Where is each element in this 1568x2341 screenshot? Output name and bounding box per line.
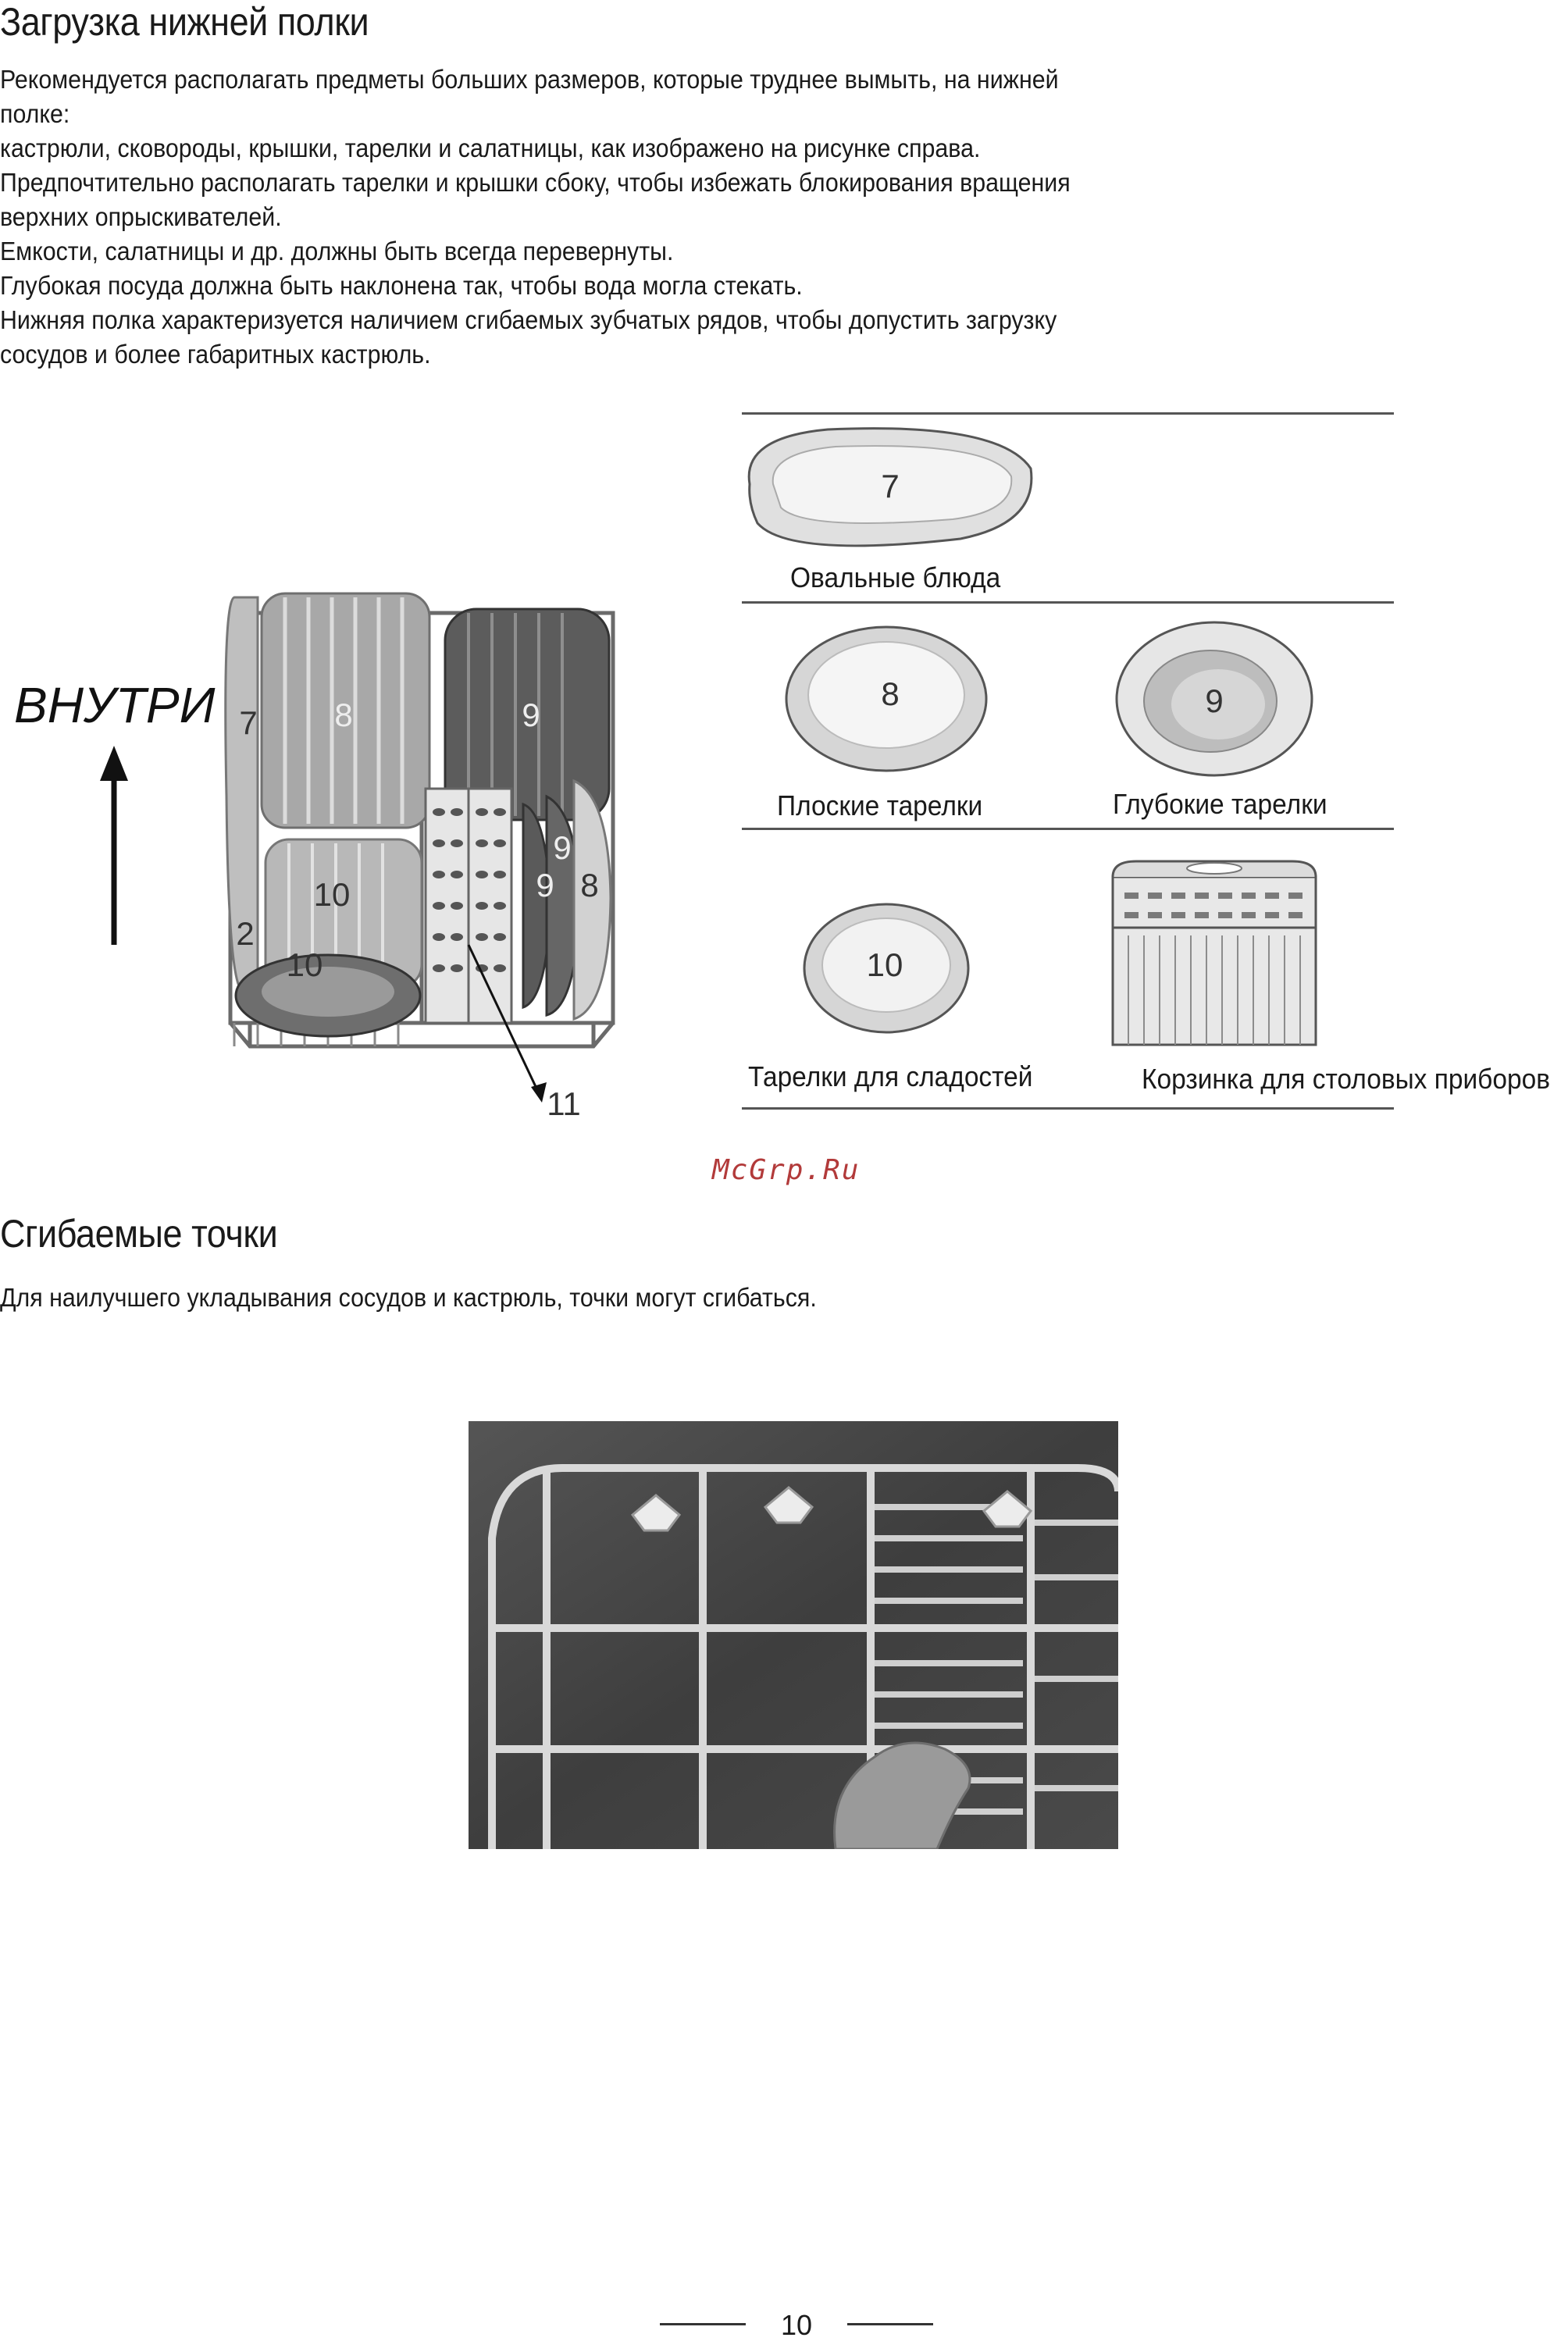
inside-label: ВНУТРИ xyxy=(14,677,216,733)
instruction-line: Глубокая посуда должна быть наклонена та… xyxy=(0,271,803,300)
oval-dish-caption: Овальные блюда xyxy=(790,561,1001,593)
legend-rule xyxy=(742,828,1394,830)
cutlery-basket xyxy=(424,787,513,1024)
legend-rule xyxy=(742,412,1394,415)
dessert-plate-icon: 10 xyxy=(803,903,970,1034)
instruction-line: Емкости, салатницы и др. должны быть все… xyxy=(0,237,674,265)
lower-rack-illustration: ВНУТРИ xyxy=(0,406,726,1132)
legend-rule xyxy=(742,601,1394,604)
rack-photo xyxy=(469,1421,1118,1849)
label-10-lower: 10 xyxy=(287,946,323,983)
instruction-line: полке: xyxy=(0,99,70,128)
label-8: 8 xyxy=(334,697,352,733)
flat-plate-number: 8 xyxy=(881,675,899,712)
dessert-plate-number: 10 xyxy=(867,946,903,983)
section-title-lower-rack: Загрузка нижней полки xyxy=(0,0,369,44)
lower-rack-instructions: Рекомендуется располагать предметы больш… xyxy=(0,62,1221,372)
instruction-line: верхних опрыскивателей. xyxy=(0,202,282,231)
instruction-line: Рекомендуется располагать предметы больш… xyxy=(0,65,1059,94)
page-number: 10 xyxy=(781,2309,813,2341)
deep-plate-number: 9 xyxy=(1205,682,1223,719)
instruction-line: Нижняя полка характеризуется наличием сг… xyxy=(0,305,1057,334)
deep-plate-caption: Глубокие тарелки xyxy=(1113,788,1327,820)
foldable-tines-text: Для наилучшего укладывания сосудов и кас… xyxy=(0,1283,817,1312)
hand-image xyxy=(833,1741,971,1849)
section-title-foldable-tines: Сгибаемые точки xyxy=(0,1212,278,1256)
label-7: 7 xyxy=(239,704,257,741)
flat-plate-caption: Плоские тарелки xyxy=(777,789,983,821)
deep-plate-icon: 9 xyxy=(1115,621,1313,777)
legend-rule xyxy=(742,1107,1394,1110)
instruction-line: сосудов и более габаритных кастрюль. xyxy=(0,340,431,369)
dessert-plates-10 xyxy=(234,838,423,1038)
label-11: 11 xyxy=(547,1085,581,1122)
cutlery-basket-caption: Корзинка для столовых приборов xyxy=(1142,1063,1550,1095)
oval-dish-7 xyxy=(224,596,259,985)
oval-dish-number: 7 xyxy=(881,468,899,504)
footer-rule-left xyxy=(660,2323,746,2325)
flat-plates-8 xyxy=(260,592,431,829)
label-9-side: 9 xyxy=(553,829,571,866)
footer-rule-right xyxy=(847,2323,933,2325)
label-9-side-2: 9 xyxy=(536,867,554,903)
oval-dish-icon: 7 xyxy=(747,427,1033,547)
dessert-plate-caption: Тарелки для сладостей xyxy=(748,1060,1033,1092)
cutlery-basket-icon xyxy=(1111,860,1317,1046)
instruction-line: Предпочтительно располагать тарелки и кр… xyxy=(0,168,1071,197)
side-plates-right xyxy=(522,779,612,1021)
label-9: 9 xyxy=(522,697,540,733)
flat-plate-icon: 8 xyxy=(785,625,988,772)
label-10: 10 xyxy=(314,876,351,913)
watermark: McGrp.Ru xyxy=(712,1154,861,1186)
label-8-side: 8 xyxy=(580,867,598,903)
label-2: 2 xyxy=(236,915,254,952)
instruction-line: кастрюли, сковороды, крышки, тарелки и с… xyxy=(0,134,981,162)
inside-arrow-icon xyxy=(100,746,128,945)
